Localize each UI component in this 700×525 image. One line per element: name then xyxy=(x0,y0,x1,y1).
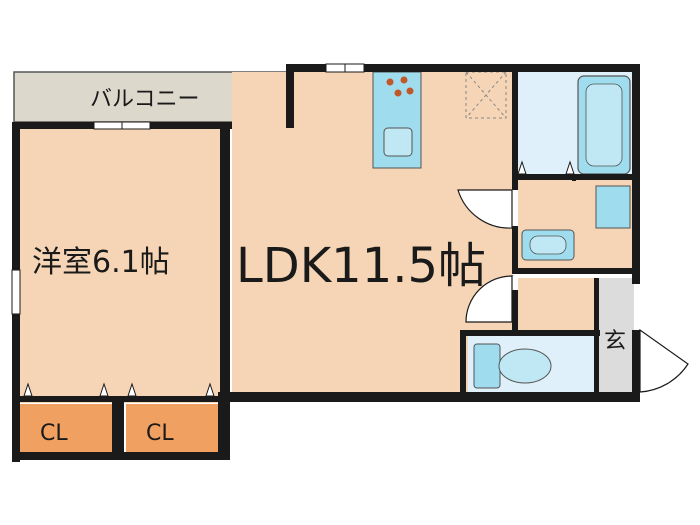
toilet-icon xyxy=(473,343,552,389)
entrance-label: 玄 xyxy=(604,329,626,354)
western-room-label: 洋室6.1帖 xyxy=(32,245,170,280)
sink-icon xyxy=(383,127,413,157)
western-room-floor xyxy=(20,128,220,403)
balcony-label: バルコニー xyxy=(90,87,200,112)
ldk-label: LDK11.5帖 xyxy=(236,238,486,294)
closet-2-floor xyxy=(126,404,218,452)
entrance-floor xyxy=(598,278,634,394)
door-hall xyxy=(465,275,514,323)
closet-1-floor xyxy=(20,404,112,452)
door-entrance xyxy=(639,328,689,393)
window-side xyxy=(11,269,21,315)
washing-machine-pan-icon xyxy=(595,185,631,229)
door-washroom xyxy=(457,189,513,229)
hall-floor xyxy=(518,278,598,330)
stove-icon xyxy=(386,76,414,97)
closet-1-label: CL xyxy=(40,421,68,446)
closet-2-label: CL xyxy=(146,421,174,446)
closet-door-marks xyxy=(23,160,575,397)
